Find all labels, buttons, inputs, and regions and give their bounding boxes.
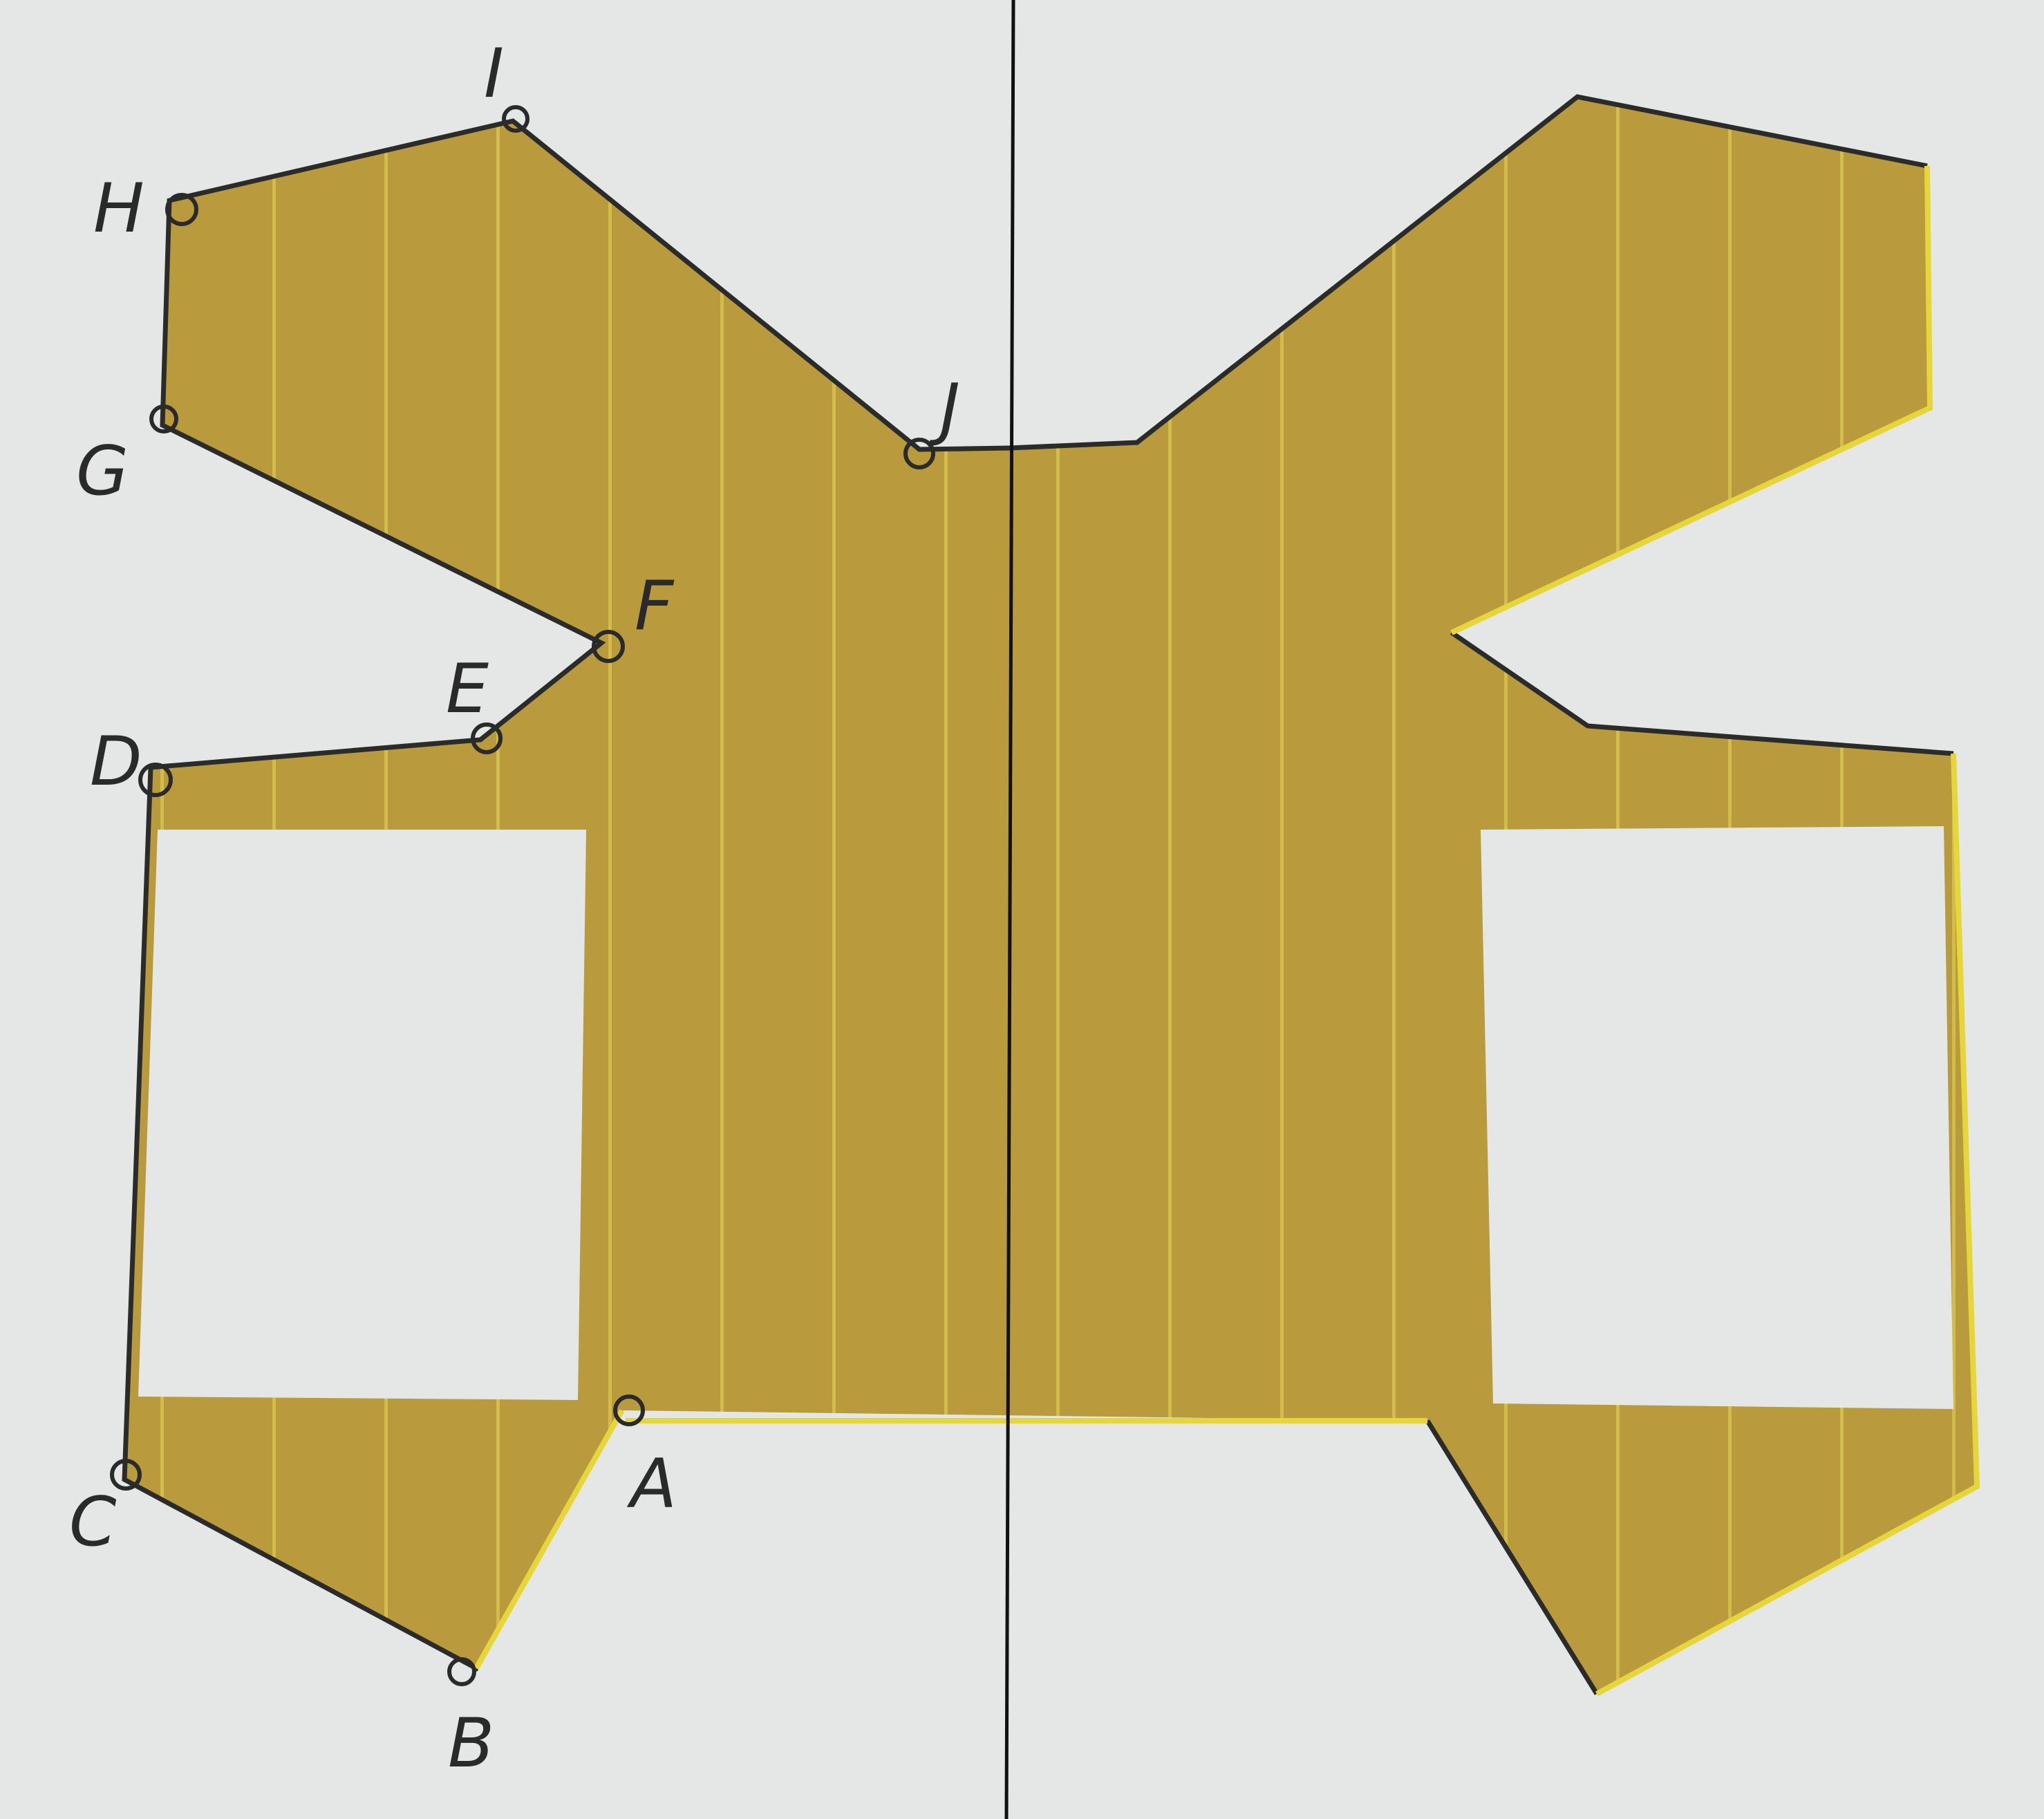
vertex-e-marker [471, 722, 503, 754]
vertex-d-label: D [90, 722, 142, 801]
vertex-a-marker [613, 1394, 645, 1426]
vertex-j-marker [903, 438, 935, 469]
right-shape-outline [1009, 94, 1954, 1695]
vertex-e-label: E [446, 650, 489, 729]
vertex-b-label: B [448, 1704, 494, 1783]
vertex-a-label: A [626, 1445, 677, 1524]
vertex-i-marker [502, 105, 529, 133]
vertex-h-label: H [93, 169, 144, 248]
vertex-g-marker [149, 404, 178, 433]
vertex-h-marker [165, 193, 198, 226]
vertex-d-marker [138, 763, 173, 797]
vertex-i-label: I [484, 35, 504, 113]
bottom-edge-highlight [474, 1409, 1427, 1670]
shape-fill [124, 97, 1977, 1694]
vertex-c-label: C [69, 1483, 117, 1562]
line-of-reflection [1004, 0, 1015, 1819]
left-shape-outline [122, 118, 1010, 1672]
right-shape-edge-highlight [1450, 165, 1980, 1697]
vertex-markers [110, 105, 935, 1686]
vertex-labels: A B C D E F G H I J [69, 35, 960, 1783]
vertex-g-label: G [76, 432, 129, 511]
vertex-c-marker [110, 1459, 142, 1491]
vertex-b-marker [447, 1657, 476, 1686]
vertex-f-label: F [635, 567, 675, 646]
vertex-f-marker [592, 630, 625, 663]
